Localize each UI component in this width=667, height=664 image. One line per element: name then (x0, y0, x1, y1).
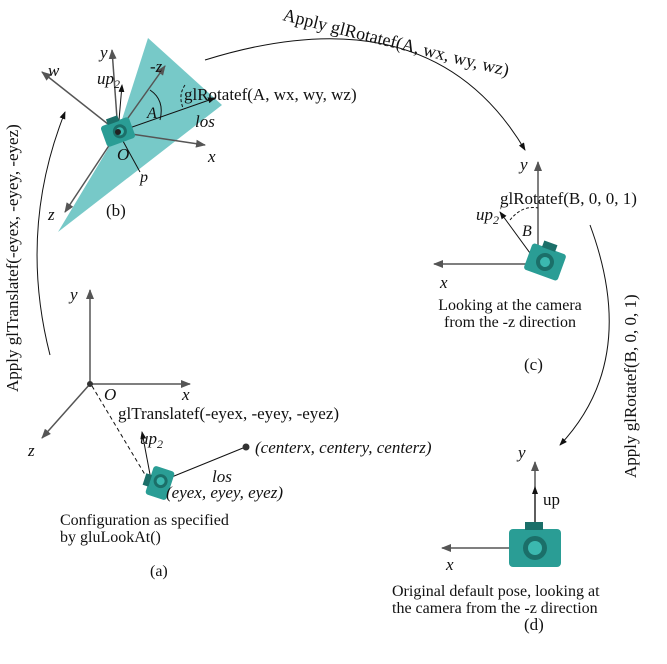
x-label: x (207, 147, 216, 166)
panel-c-tag: (c) (524, 355, 543, 374)
caption-line: by gluLookAt() (60, 529, 161, 546)
camera-icon (509, 522, 561, 567)
p-label: p (139, 169, 148, 186)
los-vector (117, 97, 216, 133)
rotate-label: glRotatef(A, wx, wy, wz) (184, 85, 357, 104)
axis-z (41, 383, 91, 439)
top-arc-label: Apply glRotatef(A, wx, wy, wz) (281, 4, 511, 81)
neg-z-label: -z (150, 57, 163, 76)
camera-icon (142, 466, 175, 500)
angle-b-label: B (522, 223, 532, 240)
up-label: up (543, 490, 560, 509)
panel-c-caption: Looking at the camera from the -z direct… (420, 297, 600, 331)
origin-label: O (104, 385, 116, 404)
x-label: x (181, 385, 190, 404)
origin-label: O (117, 145, 129, 164)
up-label: up2 (140, 429, 163, 451)
angle-arc-a (149, 89, 162, 121)
angle-arc-b (509, 207, 539, 221)
origin-dot (115, 129, 121, 135)
y-label: y (68, 285, 78, 304)
camera-icon (524, 240, 566, 281)
y-label: y (98, 43, 108, 62)
z-label: z (47, 205, 55, 224)
caption-line: Original default pose, looking at (392, 583, 600, 600)
center-point (242, 443, 250, 451)
right-arc-label: Apply glRotatef(B, 0, 0, 1) (621, 294, 640, 478)
caption-line: Looking at the camera (438, 297, 582, 314)
caption-line: the camera from the -z direction (392, 600, 598, 617)
angle-a-label: A (146, 105, 157, 122)
panel-b: w y up2 -z glRotatef(A, wx, wy, wz) A lo… (41, 38, 357, 232)
panel-a-tag: (a) (150, 563, 168, 580)
right-arc-arrow (559, 224, 610, 446)
panel-d-caption: Original default pose, looking at the ca… (392, 583, 600, 617)
rotate-label: glRotatef(B, 0, 0, 1) (500, 189, 637, 208)
panel-c: y glRotatef(B, 0, 0, 1) up2' B x (c) (433, 155, 637, 374)
panel-d: y up x (d) (441, 443, 561, 634)
y-label: y (518, 155, 528, 174)
translate-label: glTranslatef(-eyex, -eyey, -eyez) (118, 404, 339, 423)
eye-label: (eyex, eyey, eyez) (166, 483, 283, 502)
origin-dot (87, 381, 93, 387)
los-label: los (195, 112, 215, 131)
panel-a-caption: Configuration as specified by gluLookAt(… (60, 512, 229, 546)
up-label: up2 (97, 69, 120, 91)
top-arc-arrow (204, 38, 526, 151)
w-label: w (48, 61, 60, 80)
left-arc-arrow (36, 111, 66, 356)
x-label: x (439, 273, 448, 292)
caption-line: Configuration as specified (60, 512, 229, 529)
up-label: up2' (476, 203, 502, 227)
x-label: x (445, 555, 454, 574)
panel-b-tag: (b) (106, 201, 126, 220)
los-label: los (212, 467, 232, 486)
caption-line: from the -z direction (444, 314, 576, 331)
z-label: z (27, 441, 35, 460)
panel-a: y x O z glTranslatef(-eyex, -eyey, -eyez… (27, 285, 432, 502)
y-label: y (516, 443, 526, 462)
panel-d-tag: (d) (524, 615, 544, 634)
rotate-pointer (180, 84, 186, 109)
axis-w (41, 71, 119, 133)
translate-path (91, 385, 151, 484)
left-arc-label: Apply glTranslatef(-eyex, -eyey, -eyez) (3, 124, 22, 392)
center-label: (centerx, centery, centerz) (255, 438, 432, 457)
